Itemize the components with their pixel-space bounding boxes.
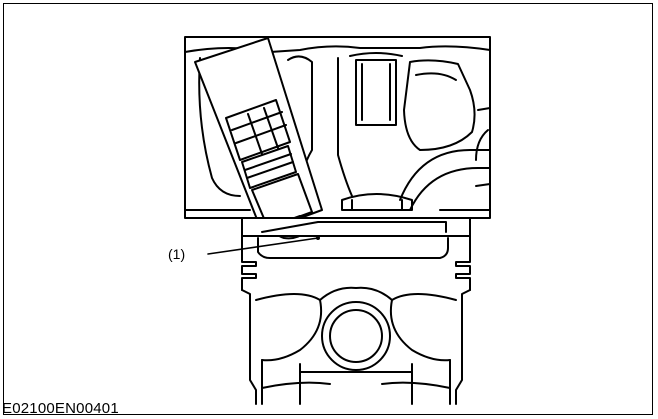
spark-plug-assembly (194, 37, 323, 240)
piston-pin (321, 301, 391, 371)
callout-1-label: (1) (168, 246, 186, 262)
figure-code: E02100EN00401 (2, 400, 119, 417)
valve-head (341, 193, 413, 211)
piston (241, 217, 471, 405)
callout-1-leader (207, 237, 319, 255)
valve-guide (355, 59, 397, 126)
